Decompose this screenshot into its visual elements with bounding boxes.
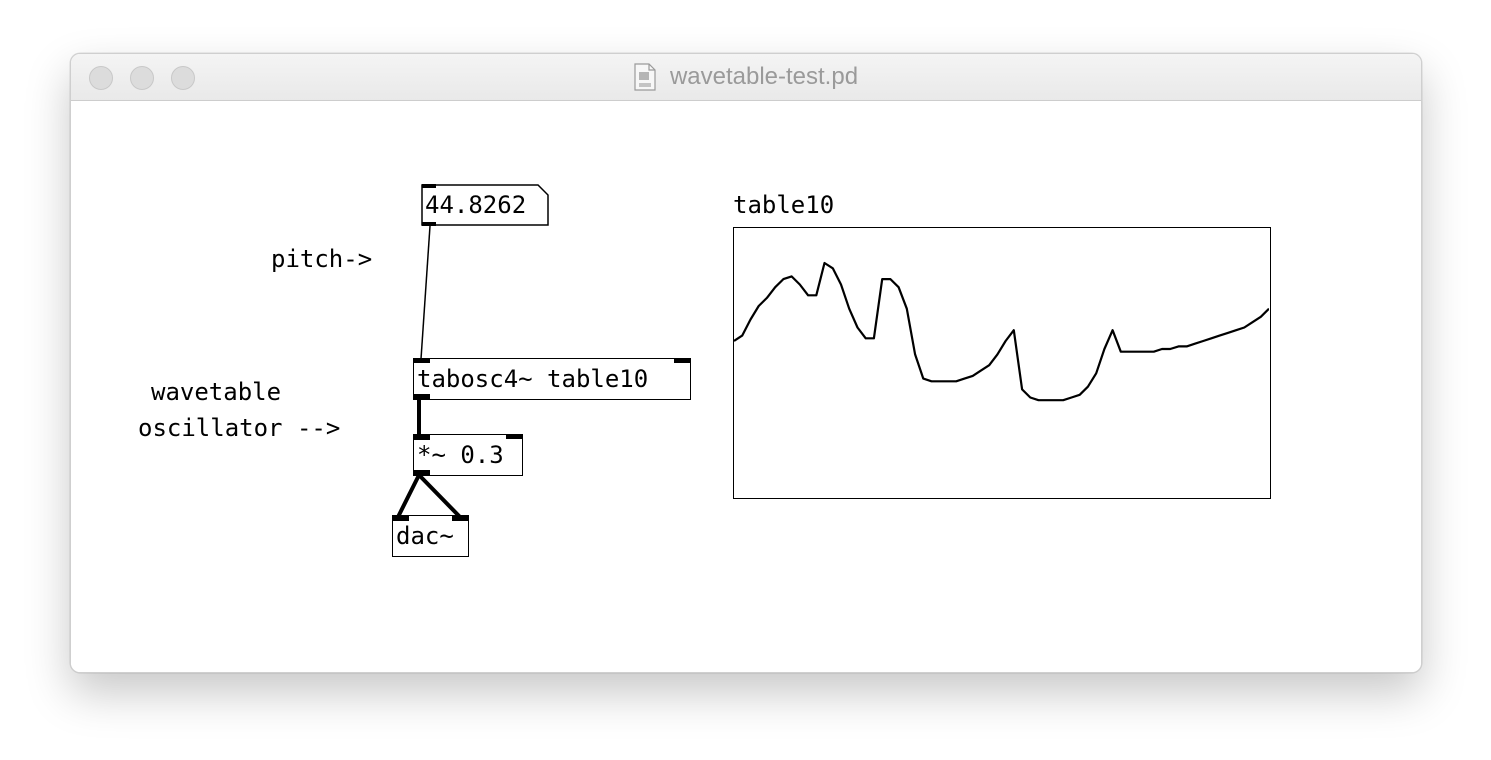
patch-canvas[interactable]: pitch-> wavetable oscillator --> 44.8262…: [71, 101, 1421, 672]
comment-oscillator: oscillator -->: [138, 414, 341, 442]
dac-inlet-left[interactable]: [393, 516, 409, 521]
object-label: *~ 0.3: [417, 441, 504, 469]
object-dac[interactable]: dac~: [392, 515, 469, 557]
pitch-number-box[interactable]: 44.8262: [421, 184, 549, 226]
object-label: tabosc4~ table10: [417, 365, 649, 393]
patch-cords: [396, 225, 462, 519]
comment-wavetable: wavetable: [151, 378, 282, 406]
cord-multiply-to-dac-left[interactable]: [396, 474, 421, 518]
tabosc-outlet[interactable]: [414, 394, 430, 399]
object-tabosc4[interactable]: tabosc4~ table10: [413, 358, 691, 400]
title-bar[interactable]: wavetable-test.pd: [71, 54, 1421, 101]
zoom-button[interactable]: [171, 66, 195, 90]
multiply-inlet-right[interactable]: [506, 435, 522, 439]
array-waveform[interactable]: [734, 228, 1269, 497]
cord-number-to-tabosc[interactable]: [420, 225, 431, 360]
tabosc-inlet-right[interactable]: [674, 359, 690, 363]
array-graph[interactable]: [733, 227, 1271, 499]
window-title-group: wavetable-test.pd: [71, 54, 1421, 100]
window-title: wavetable-test.pd: [669, 63, 859, 90]
close-button[interactable]: [89, 66, 113, 90]
number-box-value: 44.8262: [425, 191, 527, 219]
number-box-outline: [421, 184, 549, 226]
minimize-button[interactable]: [130, 66, 154, 90]
comment-pitch: pitch->: [271, 245, 373, 273]
pd-document-icon: [634, 63, 656, 91]
cord-multiply-to-dac-right[interactable]: [417, 473, 462, 519]
array-name-label: table10: [733, 191, 835, 219]
patch-window: wavetable-test.pd pitch-> wavetable osci…: [70, 53, 1422, 673]
multiply-outlet[interactable]: [414, 470, 430, 475]
multiply-inlet-left[interactable]: [414, 435, 430, 440]
dac-inlet-right[interactable]: [452, 516, 468, 521]
waveform-line[interactable]: [734, 261, 1269, 402]
object-multiply[interactable]: *~ 0.3: [413, 434, 523, 476]
tabosc-inlet-left[interactable]: [414, 359, 430, 363]
object-label: dac~: [396, 522, 454, 550]
